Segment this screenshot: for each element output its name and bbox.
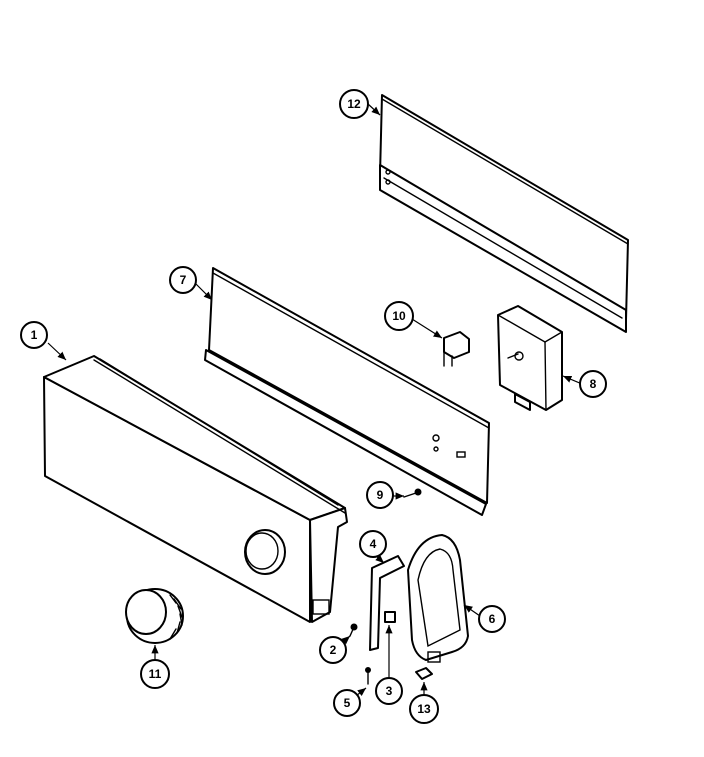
svg-text:5: 5: [344, 696, 351, 710]
callout-4: 4: [359, 530, 387, 558]
callout-10: 10: [384, 301, 414, 331]
part-front-panel: [43, 355, 348, 623]
part-middle-panel: [204, 267, 490, 516]
svg-text:9: 9: [377, 488, 384, 502]
callout-2: 2: [319, 636, 347, 664]
svg-text:6: 6: [489, 612, 496, 626]
svg-text:7: 7: [180, 273, 187, 287]
part-knob: [125, 588, 184, 644]
svg-text:4: 4: [370, 537, 377, 551]
part-timer-module: [497, 305, 563, 411]
callout-5: 5: [333, 689, 361, 717]
svg-text:1: 1: [31, 328, 38, 342]
svg-text:3: 3: [386, 684, 393, 698]
part-clip: [384, 611, 396, 623]
part-end-cap: [407, 534, 469, 663]
part-screw-2: [349, 623, 358, 637]
svg-text:8: 8: [590, 377, 597, 391]
part-rear-panel: [379, 94, 629, 333]
part-screw-5: [365, 667, 371, 685]
callout-8: 8: [579, 370, 607, 398]
svg-text:11: 11: [149, 667, 162, 681]
callout-7: 7: [169, 266, 197, 294]
callout-13: 13: [409, 694, 439, 724]
svg-text:12: 12: [347, 97, 361, 111]
callout-1: 1: [20, 321, 48, 349]
callout-11: 11: [140, 659, 170, 689]
svg-text:13: 13: [417, 702, 431, 716]
part-strip: [369, 555, 405, 651]
svg-text:2: 2: [330, 643, 337, 657]
callout-9: 9: [366, 481, 394, 509]
svg-text:10: 10: [392, 309, 406, 323]
part-small-bracket: [443, 331, 470, 367]
part-screw-9: [403, 488, 422, 498]
callout-3: 3: [375, 677, 403, 705]
part-small-clip: [415, 667, 433, 680]
callout-12: 12: [339, 89, 369, 119]
callout-6: 6: [478, 605, 506, 633]
